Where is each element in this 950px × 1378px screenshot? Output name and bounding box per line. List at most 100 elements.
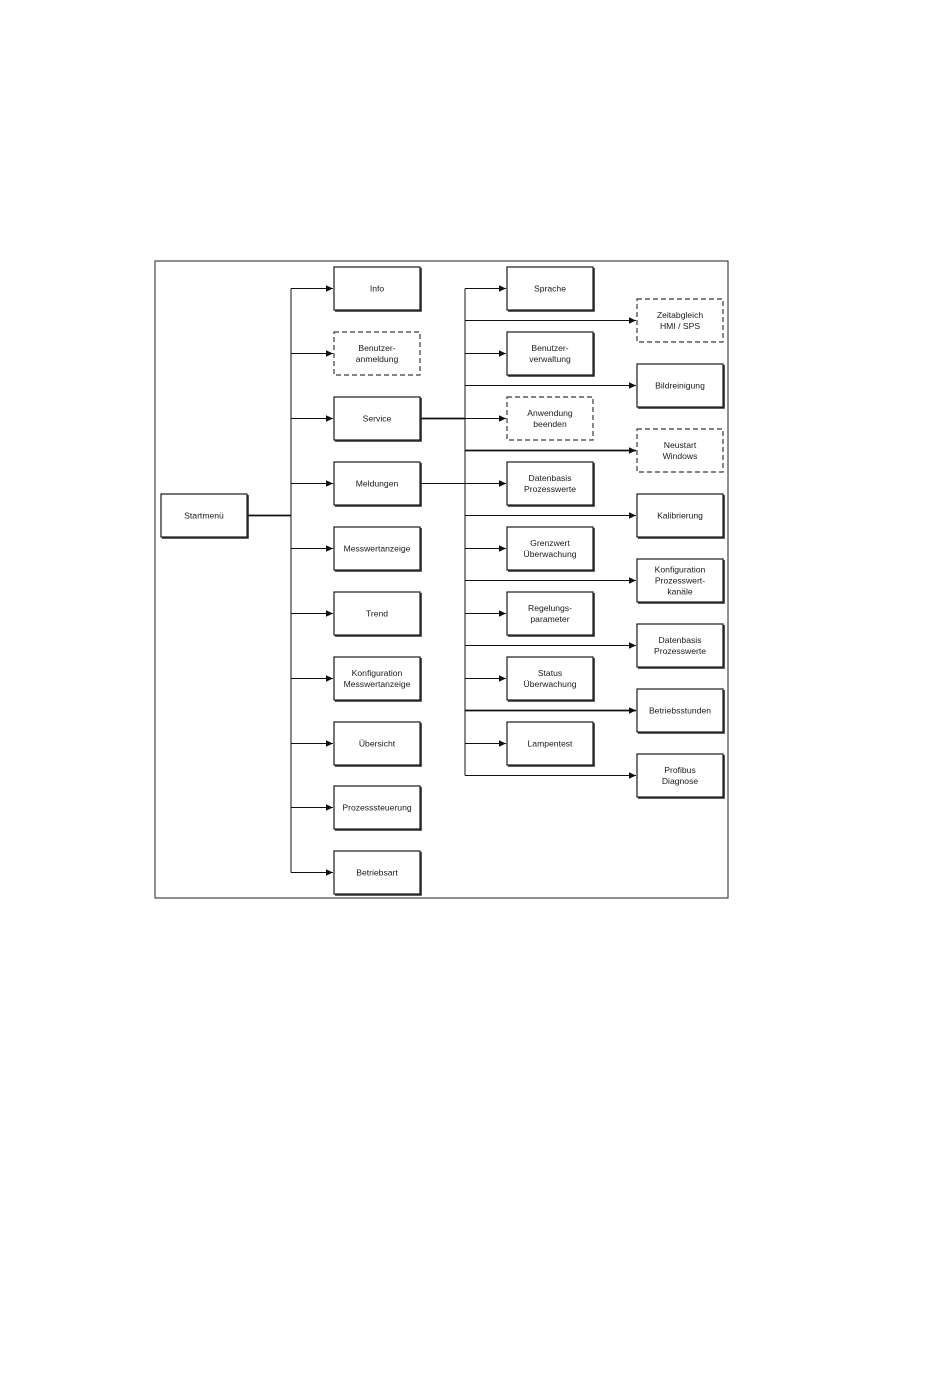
connector-lines [247, 285, 636, 876]
node-label: Service [363, 414, 392, 424]
node-label: Profibus [664, 765, 696, 775]
node-box-shadow [508, 593, 595, 637]
node-label: Prozesswerte [524, 484, 576, 494]
node-kalibrierung: Kalibrierung [636, 493, 725, 539]
node-startmenu: Startmenü [160, 493, 249, 539]
node-label: Grenzwert [530, 538, 570, 548]
node-box [636, 298, 724, 343]
node-label: beenden [533, 419, 567, 429]
node-box-shadow [335, 852, 422, 896]
node-box [333, 266, 421, 311]
node-label: Datenbasis [529, 473, 572, 483]
node-label: Zeitabgleich [657, 310, 704, 320]
node-box-shadow [508, 333, 595, 377]
node-box [636, 558, 724, 603]
node-box [506, 591, 594, 636]
node-box-shadow [335, 723, 422, 767]
node-box [636, 753, 724, 798]
node-label: Sprache [534, 284, 566, 294]
menu-nodes: StartmenüInfoBenutzer-anmeldungServiceMe… [160, 266, 725, 896]
node-label: verwaltung [529, 354, 571, 364]
node-label: Konfiguration [655, 565, 706, 575]
node-box-shadow [638, 560, 725, 604]
node-box [636, 428, 724, 473]
node-box [636, 363, 724, 408]
node-box [636, 493, 724, 538]
node-box [333, 591, 421, 636]
node-trend: Trend [333, 591, 422, 637]
node-prozesssteuerung: Prozesssteuerung [333, 785, 422, 831]
node-label: Prozesswert- [655, 576, 705, 586]
node-label: Messwertanzeige [344, 679, 411, 689]
node-label: Überwachung [523, 679, 576, 689]
node-box-shadow [638, 755, 725, 799]
node-box [506, 721, 594, 766]
node-box [506, 331, 594, 376]
node-label: Trend [366, 609, 388, 619]
node-box-shadow [508, 268, 595, 312]
node-box [160, 493, 248, 538]
node-label: parameter [530, 614, 569, 624]
node-box [333, 850, 421, 895]
node-box [506, 656, 594, 701]
node-box [333, 721, 421, 766]
node-label: Windows [663, 451, 698, 461]
node-box-shadow [335, 658, 422, 702]
node-box-shadow [508, 658, 595, 702]
node-regelungsparameter: Regelungs-parameter [506, 591, 595, 637]
node-label: Bildreinigung [655, 381, 705, 391]
node-benutzeranmeldung: Benutzer-anmeldung [333, 331, 421, 376]
node-box [506, 526, 594, 571]
node-box [333, 526, 421, 571]
node-bildreinigung: Bildreinigung [636, 363, 725, 409]
node-label: anmeldung [356, 354, 399, 364]
node-sprache: Sprache [506, 266, 595, 312]
node-box [333, 396, 421, 441]
diagram-frame [154, 260, 729, 899]
node-label: Betriebsart [356, 868, 398, 878]
node-box [636, 623, 724, 668]
node-label: Konfiguration [352, 668, 403, 678]
node-box [333, 785, 421, 830]
node-box-shadow [335, 528, 422, 572]
node-messwertanzeige: Messwertanzeige [333, 526, 422, 572]
node-label: Messwertanzeige [344, 544, 411, 554]
node-label: Lampentest [528, 739, 574, 749]
node-box [333, 331, 421, 376]
node-meldungen: Meldungen [333, 461, 422, 507]
node-box-shadow [508, 528, 595, 572]
node-box-shadow [162, 495, 249, 539]
node-label: Benutzer- [358, 343, 395, 353]
node-label: Datenbasis [659, 635, 702, 645]
node-label: Prozesswerte [654, 646, 706, 656]
node-box-shadow [508, 723, 595, 767]
node-label: Übersicht [359, 739, 396, 749]
node-betriebsstunden: Betriebsstunden [636, 688, 725, 734]
node-box [636, 688, 724, 733]
node-box-shadow [335, 787, 422, 831]
node-service: Service [333, 396, 422, 442]
node-box [333, 656, 421, 701]
node-betriebsart: Betriebsart [333, 850, 422, 896]
node-box-shadow [335, 268, 422, 312]
node-label: Benutzer- [531, 343, 568, 353]
node-label: HMI / SPS [660, 321, 700, 331]
node-label: kanäle [667, 587, 693, 597]
node-box [333, 461, 421, 506]
node-box-shadow [638, 690, 725, 734]
node-box-shadow [335, 398, 422, 442]
node-label: Meldungen [356, 479, 399, 489]
node-box [506, 461, 594, 506]
node-box-shadow [638, 495, 725, 539]
node-uebersicht: Übersicht [333, 721, 422, 767]
